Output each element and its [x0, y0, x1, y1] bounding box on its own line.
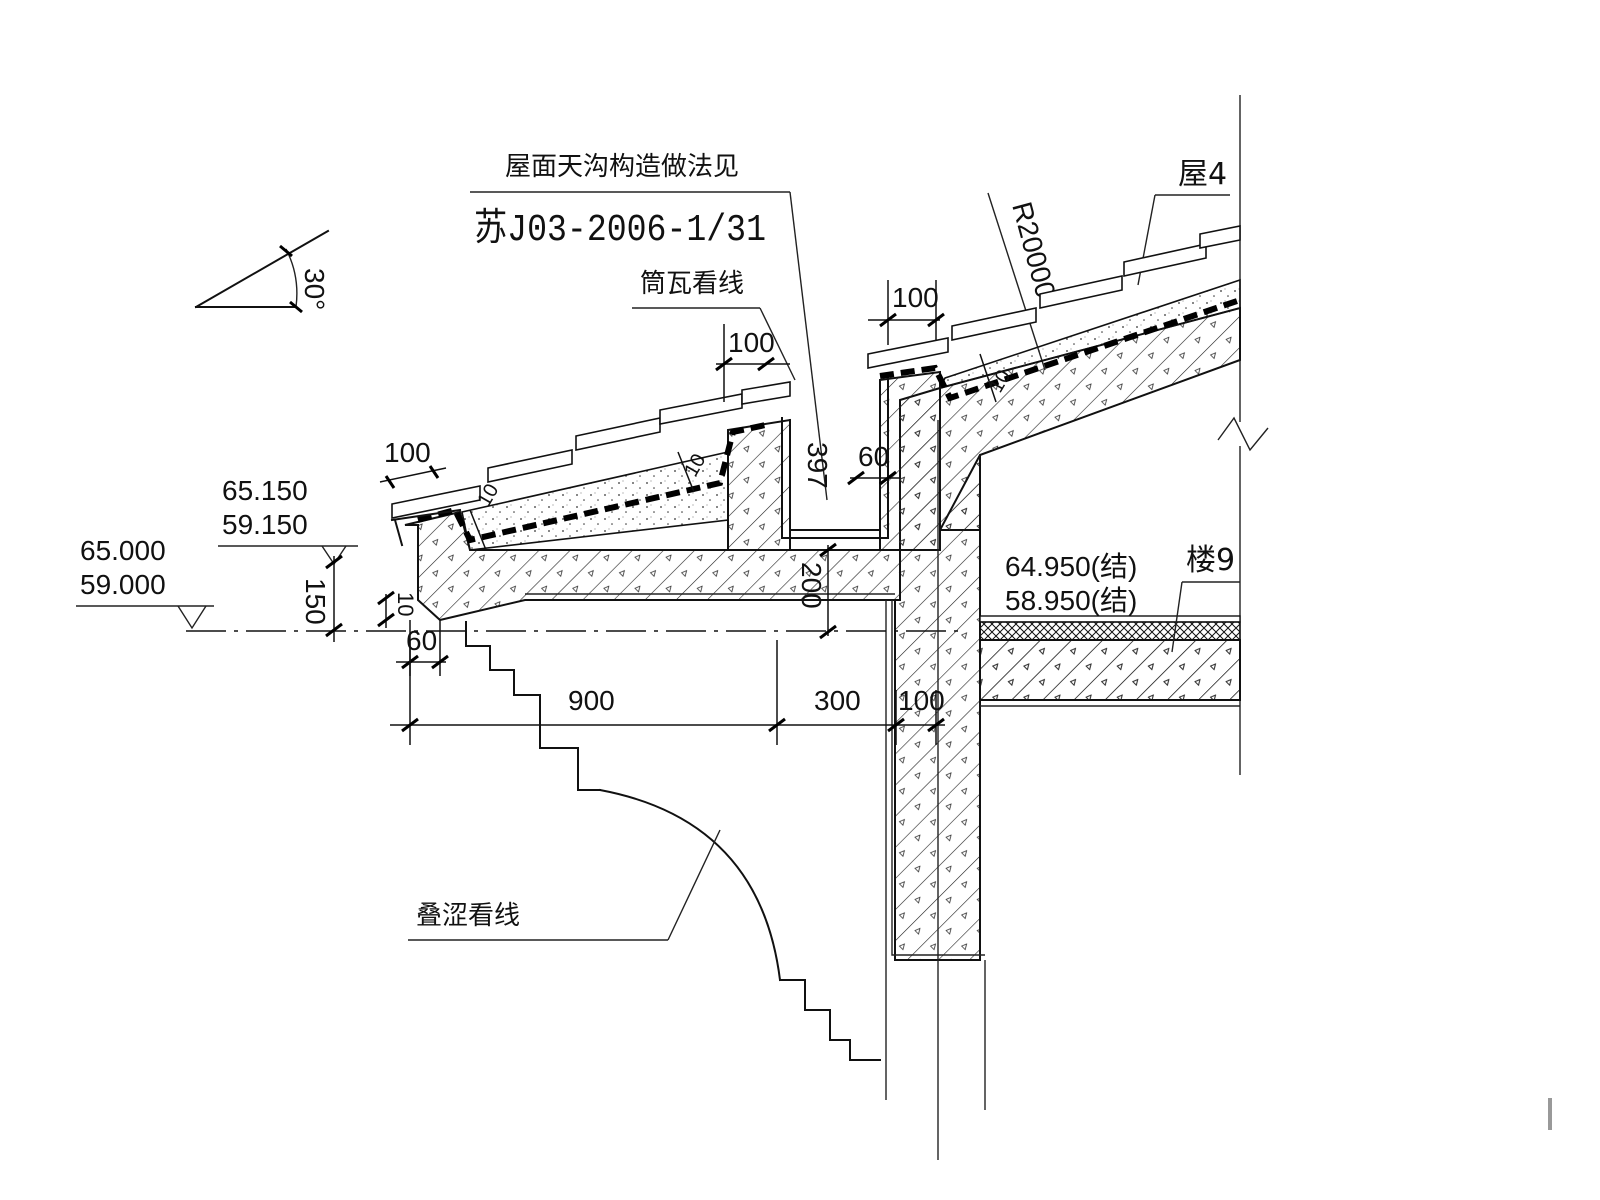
dim-900-text: 900: [568, 685, 615, 716]
corbel-label: 叠涩看线: [416, 901, 520, 931]
radius-label: R20000: [1006, 199, 1061, 302]
slope-angle-symbol: 30°: [194, 229, 330, 314]
roof-ref-label: 屋4: [1178, 157, 1227, 192]
elev-floor-2: 58.950(结): [1005, 585, 1137, 616]
wall-break-line: [1217, 95, 1269, 775]
elev-eave-bottom-2: 59.000: [80, 569, 166, 600]
gutter-note: 屋面天沟构造做法见 苏J03-2006-1/31 筒瓦看线: [470, 152, 828, 501]
dim-mid-tile-text: 100: [728, 327, 775, 358]
dim-lip-thickness-text: 60: [406, 625, 437, 656]
dim-300-text: 300: [814, 685, 861, 716]
corbel-profile: 叠涩看线: [408, 621, 881, 1061]
center-axis: [186, 420, 960, 1160]
dim-eave-height: 150: [300, 554, 343, 642]
elev-floor-1: 64.950(结): [1005, 551, 1137, 582]
finish-lines: [525, 377, 1240, 1110]
dim-slab-thickness: 200: [796, 542, 837, 640]
dim-lip-height-text: 10: [393, 592, 418, 616]
dim-lip-thickness: 60: [396, 620, 449, 676]
dim-top-tile: 100: [868, 280, 945, 345]
dim-eave-height-text: 150: [300, 578, 331, 625]
dim-baseline: 900 300 100: [390, 640, 945, 745]
elevation-floor: 64.950(结) 58.950(结): [1005, 551, 1137, 616]
note-title: 屋面天沟构造做法见: [505, 152, 739, 182]
elev-eave-top-1: 65.150: [222, 475, 308, 506]
dim-gutter-depth-text: 397: [802, 442, 833, 489]
floor-finish: 楼9: [979, 543, 1241, 653]
dim-lip-height: 10: [377, 590, 418, 628]
screed-layers: [461, 278, 1241, 551]
elev-eave-bottom-1: 65.000: [80, 535, 166, 566]
elevation-eave-bottom: 65.000 59.000: [76, 535, 214, 630]
dim-top-tile-text: 100: [892, 282, 939, 313]
angle-label: 30°: [299, 268, 330, 310]
dim-mid-tile: 100: [715, 324, 790, 402]
dim-gutter-width-text: 60: [858, 441, 889, 472]
roof-tiles: [390, 225, 1241, 547]
floor-ref-label: 楼9: [1186, 543, 1235, 578]
dim-eave-tile-text: 100: [384, 437, 431, 468]
note-code: 苏J03-2006-1/31: [474, 208, 766, 252]
elev-eave-top-2: 59.150: [222, 509, 308, 540]
dim-gutter-depth: 397: [802, 442, 833, 489]
dim-slab-thickness-text: 200: [796, 562, 827, 609]
dim-gutter-width: 60: [847, 441, 900, 486]
elevation-eave-top: 65.150 59.150: [218, 475, 358, 566]
tube-tile-label: 筒瓦看线: [640, 269, 744, 299]
dim-100-text: 100: [898, 685, 945, 716]
dim-eave-tile: 100: [379, 437, 447, 489]
